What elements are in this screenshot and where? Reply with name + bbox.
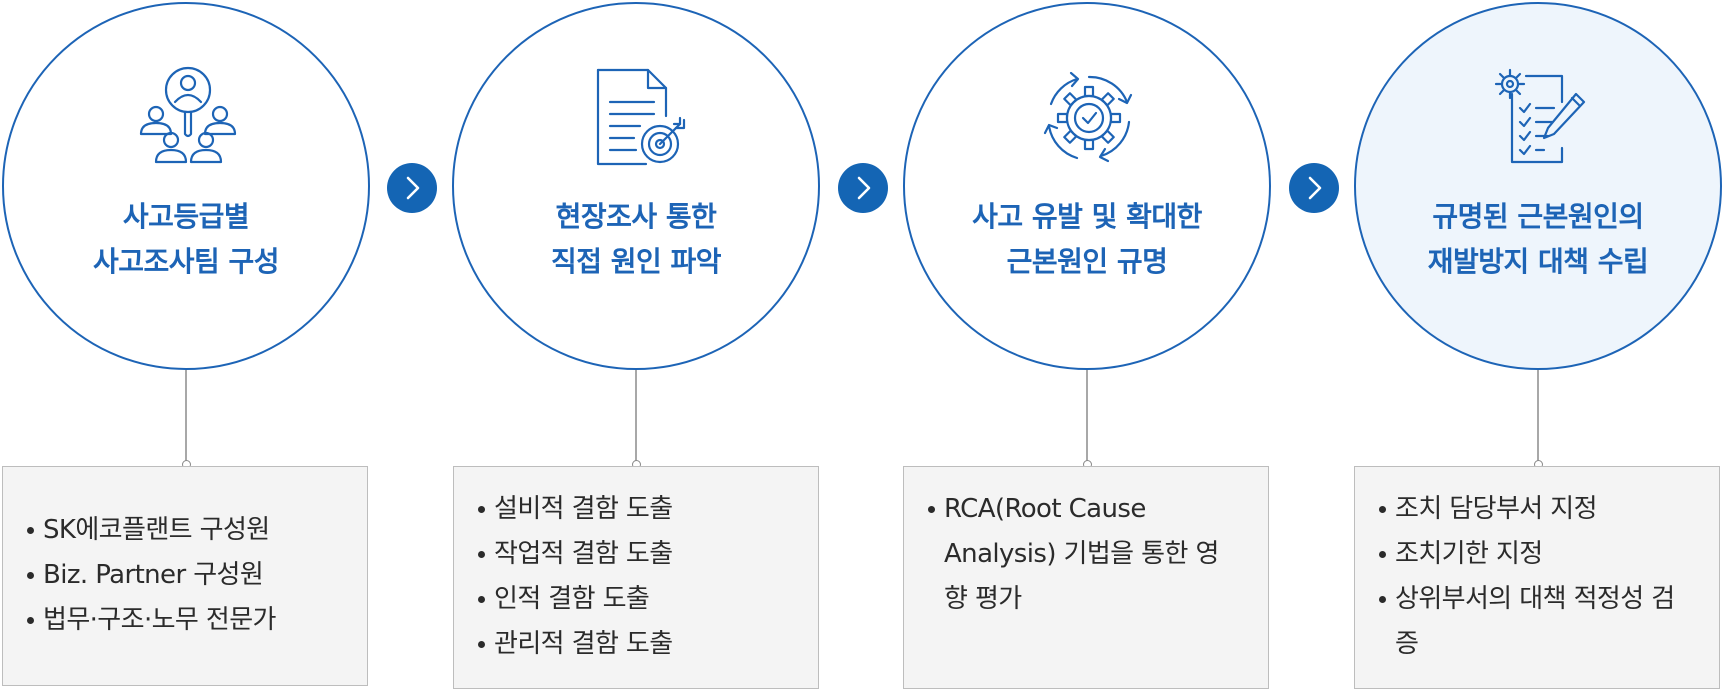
document-target-icon	[596, 68, 686, 166]
connector-line-4	[1537, 370, 1539, 462]
step-3-title-line-2: 근본원인 규명	[1006, 245, 1168, 278]
step-4-detail-box: 조치 담당부서 지정 조치기한 지정 상위부서의 대책 적정성 검증	[1354, 466, 1720, 689]
step-1-title-line-2: 사고조사팀 구성	[92, 245, 280, 278]
next-arrow-button-1[interactable]	[387, 163, 437, 213]
chevron-right-icon	[406, 176, 420, 200]
step-1-title: 사고등급별 사고조사팀 구성	[4, 194, 368, 284]
step-2-title-line-2: 직접 원인 파악	[550, 245, 722, 278]
list-item: 인적 결함 도출	[476, 577, 810, 622]
team-search-icon	[139, 66, 237, 164]
list-item: Biz. Partner 구성원	[25, 553, 359, 598]
step-1-circle: 사고등급별 사고조사팀 구성	[2, 2, 370, 370]
step-4-detail-list: 조치 담당부서 지정 조치기한 지정 상위부서의 대책 적정성 검증	[1377, 487, 1697, 667]
connector-line-1	[185, 370, 187, 462]
step-3-circle: 사고 유발 및 확대한 근본원인 규명	[903, 2, 1271, 370]
gear-cycle-icon	[1043, 71, 1133, 163]
next-arrow-button-2[interactable]	[838, 163, 888, 213]
list-item: 법무·구조·노무 전문가	[25, 598, 359, 643]
list-item: 조치 담당부서 지정	[1377, 487, 1697, 532]
list-item: 조치기한 지정	[1377, 532, 1697, 577]
list-item: 상위부서의 대책 적정성 검증	[1377, 577, 1697, 667]
step-4-title: 규명된 근본원인의 재발방지 대책 수립	[1356, 194, 1720, 284]
step-3-detail-box: RCA(Root Cause Analysis) 기법을 통한 영향 평가	[903, 466, 1269, 689]
step-1-detail-box: SK에코플랜트 구성원 Biz. Partner 구성원 법무·구조·노무 전문…	[2, 466, 368, 686]
step-3-detail-list: RCA(Root Cause Analysis) 기법을 통한 영향 평가	[926, 487, 1228, 622]
next-arrow-button-3[interactable]	[1289, 163, 1339, 213]
step-2-title-line-1: 현장조사 통한	[555, 200, 717, 233]
step-4-title-line-1: 규명된 근본원인의	[1432, 200, 1644, 233]
chevron-right-icon	[857, 176, 871, 200]
chevron-right-icon	[1308, 176, 1322, 200]
connector-line-2	[635, 370, 637, 462]
step-3-title-line-1: 사고 유발 및 확대한	[972, 200, 1202, 233]
step-2-circle: 현장조사 통한 직접 원인 파악	[452, 2, 820, 370]
list-item: 설비적 결함 도출	[476, 487, 810, 532]
step-4-title-line-2: 재발방지 대책 수립	[1427, 245, 1649, 278]
connector-line-3	[1086, 370, 1088, 462]
step-1-title-line-1: 사고등급별	[122, 200, 250, 233]
step-2-detail-list: 설비적 결함 도출 작업적 결함 도출 인적 결함 도출 관리적 결함 도출	[476, 487, 810, 667]
list-item: SK에코플랜트 구성원	[25, 508, 359, 553]
list-item: 관리적 결함 도출	[476, 622, 810, 667]
list-item: RCA(Root Cause Analysis) 기법을 통한 영향 평가	[926, 487, 1228, 622]
step-1-detail-list: SK에코플랜트 구성원 Biz. Partner 구성원 법무·구조·노무 전문…	[25, 508, 359, 643]
step-3-title: 사고 유발 및 확대한 근본원인 규명	[905, 194, 1269, 284]
list-item: 작업적 결함 도출	[476, 532, 810, 577]
step-2-title: 현장조사 통한 직접 원인 파악	[454, 194, 818, 284]
step-4-circle: 규명된 근본원인의 재발방지 대책 수립	[1354, 2, 1722, 370]
step-2-detail-box: 설비적 결함 도출 작업적 결함 도출 인적 결함 도출 관리적 결함 도출	[453, 466, 819, 689]
checklist-gear-pen-icon	[1494, 68, 1586, 164]
